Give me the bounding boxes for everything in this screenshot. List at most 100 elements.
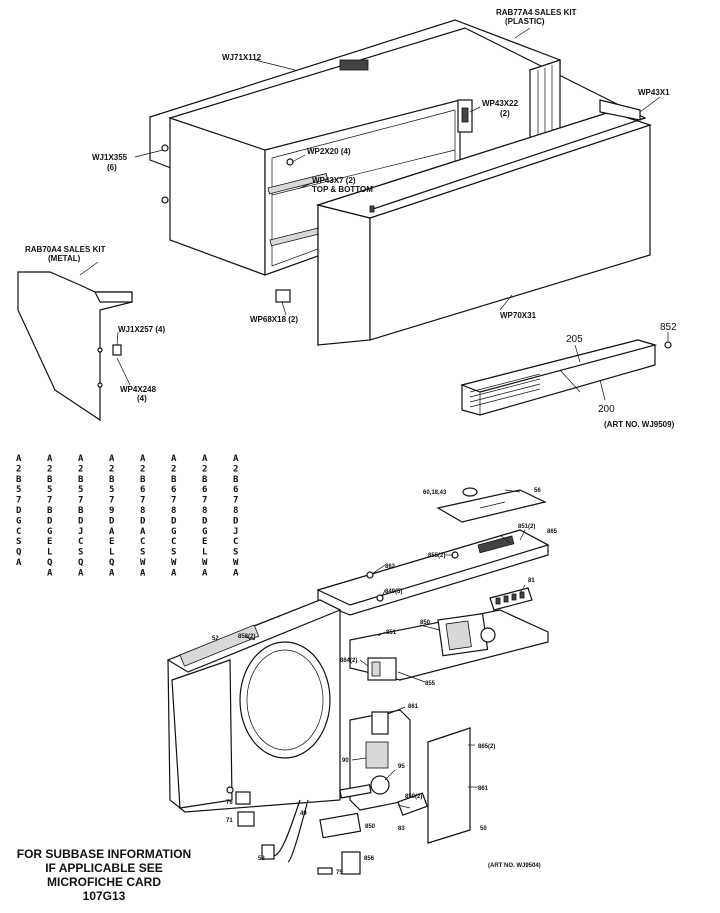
model-char: A xyxy=(109,454,115,464)
model-char: C xyxy=(140,537,145,547)
callout-850-2: 850(2) xyxy=(405,794,422,800)
model-char: A xyxy=(233,568,239,578)
model-char: A xyxy=(171,454,177,464)
model-char: B xyxy=(78,506,84,516)
model-char: B xyxy=(140,475,146,485)
label-852: 852 xyxy=(660,322,677,333)
model-char: 2 xyxy=(16,464,21,474)
subbase-note: FOR SUBBASE INFORMATION IF APPLICABLE SE… xyxy=(17,847,191,903)
callout-49: 49 xyxy=(300,811,307,817)
model-char: A xyxy=(47,568,53,578)
callout-851-2: 851(2) xyxy=(518,524,535,530)
callout-865-2: 865(2) xyxy=(478,744,495,750)
label-plastic: (PLASTIC) xyxy=(505,17,545,26)
model-char: 9 xyxy=(109,506,114,516)
callout-52: 52 xyxy=(212,636,219,642)
callout-52b: 52 xyxy=(258,856,265,862)
callout-864-2: 864(2) xyxy=(340,658,357,664)
model-char: S xyxy=(140,548,145,558)
wall-sleeve-assembly xyxy=(17,19,672,422)
model-char: L xyxy=(47,548,53,558)
model-char: S xyxy=(233,548,238,558)
model-char: 8 xyxy=(140,506,145,516)
label-wp2x20: WP2X20 (4) xyxy=(307,147,351,156)
model-char: A xyxy=(140,568,146,578)
note-line-4: 107G13 xyxy=(83,889,126,903)
model-char: A xyxy=(233,454,239,464)
model-char: 7 xyxy=(233,496,238,506)
model-char: 7 xyxy=(78,496,83,506)
model-char: J xyxy=(233,527,238,537)
model-char: B xyxy=(47,506,53,516)
model-char: 7 xyxy=(171,496,176,506)
model-char: C xyxy=(16,527,21,537)
label-wp4x248: WP4X248 xyxy=(120,385,157,394)
label-wj71x112: WJ71X112 xyxy=(222,53,262,62)
callout-60-18-43: 60,18,43 xyxy=(423,490,447,496)
label-metal: (METAL) xyxy=(48,254,81,263)
callout-75: 75 xyxy=(336,870,343,876)
label-wp68x18: WP68X18 (2) xyxy=(250,315,298,324)
model-char: A xyxy=(109,568,115,578)
model-char: D xyxy=(109,516,115,526)
model-char: B xyxy=(78,475,84,485)
label-wp43x7: WP43X7 (2) xyxy=(312,176,356,185)
model-char: 5 xyxy=(78,485,83,495)
model-char: S xyxy=(78,548,83,558)
label-wp43x22: WP43X22 xyxy=(482,99,519,108)
label-wp43x22-qty: (2) xyxy=(500,109,510,118)
model-char: Q xyxy=(16,548,22,558)
label-200: 200 xyxy=(598,404,615,415)
note-line-2: IF APPLICABLE SEE xyxy=(45,861,163,875)
model-char: B xyxy=(109,475,115,485)
callout-849-5: 849(5) xyxy=(385,589,402,595)
model-char: G xyxy=(16,516,21,526)
label-rab70a4: RAB70A4 SALES KIT xyxy=(25,245,106,254)
model-char: S xyxy=(16,537,21,547)
model-char: 8 xyxy=(233,506,238,516)
model-char: B xyxy=(16,475,22,485)
model-char: D xyxy=(140,516,146,526)
model-char: S xyxy=(171,548,176,558)
label-wp4x248-qty: (4) xyxy=(137,394,147,403)
model-char: E xyxy=(47,537,52,547)
label-rab77a4: RAB77A4 SALES KIT xyxy=(496,8,577,17)
callout-76: 76 xyxy=(226,800,233,806)
model-char: 2 xyxy=(233,464,238,474)
note-line-1: FOR SUBBASE INFORMATION xyxy=(17,847,191,861)
callout-851: 851 xyxy=(386,630,397,636)
model-char: 6 xyxy=(233,485,238,495)
leader-lines-bottom xyxy=(245,489,526,809)
model-char: 2 xyxy=(47,464,52,474)
label-wp70x31: WP70X31 xyxy=(500,311,537,320)
model-char: D xyxy=(47,516,53,526)
chassis-assembly xyxy=(166,487,550,875)
model-char: B xyxy=(47,475,53,485)
callout-861b: 861 xyxy=(478,786,489,792)
model-char: J xyxy=(78,527,83,537)
model-char: 2 xyxy=(109,464,114,474)
model-char: 6 xyxy=(202,485,207,495)
callout-56: 56 xyxy=(534,488,541,494)
callout-862: 862 xyxy=(385,564,396,570)
model-char: A xyxy=(202,568,208,578)
model-char: A xyxy=(16,558,22,568)
callout-81: 81 xyxy=(528,578,535,584)
model-char: G xyxy=(47,527,52,537)
model-char: B xyxy=(171,475,177,485)
model-char: 7 xyxy=(47,496,52,506)
label-wj1x355: WJ1X355 xyxy=(92,153,128,162)
callout-71: 71 xyxy=(226,818,233,824)
model-char: B xyxy=(202,475,208,485)
label-wp43x1: WP43X1 xyxy=(638,88,670,97)
model-number-columns: A2B57DGCSQAA2B57BDGELQAA2B57BDJCSQAA2B57… xyxy=(16,454,239,578)
model-char: D xyxy=(16,506,22,516)
model-char: L xyxy=(202,548,208,558)
model-char: 5 xyxy=(47,485,52,495)
callout-83: 83 xyxy=(398,826,405,832)
model-char: A xyxy=(109,527,115,537)
model-char: A xyxy=(16,454,22,464)
label-205: 205 xyxy=(566,334,583,345)
model-char: D xyxy=(202,516,208,526)
